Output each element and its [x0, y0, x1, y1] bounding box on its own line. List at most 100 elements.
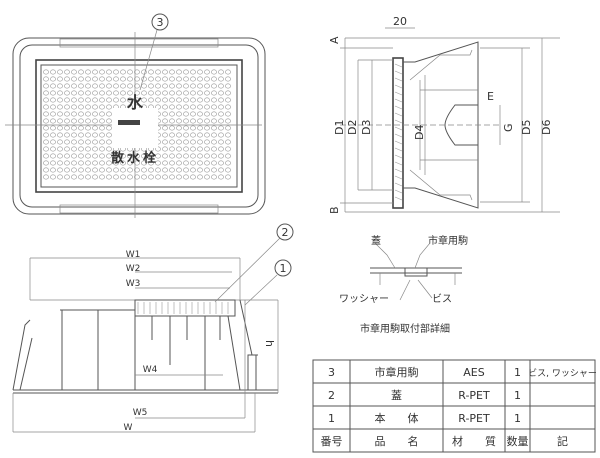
- lid-name: 散水栓: [111, 150, 159, 166]
- lid-texture-bump: [71, 111, 77, 117]
- lid-texture-bump: [225, 153, 231, 159]
- lid-texture-bump: [211, 153, 217, 159]
- lid-texture-bump: [92, 146, 98, 152]
- lid-texture-bump: [211, 174, 217, 180]
- lid-texture-bump: [43, 160, 49, 166]
- lid-texture-bump: [127, 83, 133, 89]
- lid-texture-bump: [64, 153, 70, 159]
- lid-texture-bump: [204, 174, 210, 180]
- lid-texture-bump: [99, 69, 105, 75]
- lid-texture-bump: [43, 167, 49, 173]
- lid-texture-bump: [106, 111, 112, 117]
- lid-texture-bump: [176, 83, 182, 89]
- lid-texture-bump: [197, 90, 203, 96]
- lid-texture-bump: [64, 83, 70, 89]
- lid-texture-bump: [99, 118, 105, 124]
- section-hatch: [394, 168, 403, 173]
- lid-texture-bump: [155, 76, 161, 82]
- lid-texture-bump: [134, 69, 140, 75]
- lid-texture-bump: [57, 118, 63, 124]
- lid-texture-bump: [85, 90, 91, 96]
- lid-texture-bump: [50, 69, 56, 75]
- lid-texture-bump: [169, 111, 175, 117]
- lid-texture-bump: [204, 111, 210, 117]
- lid-texture-bump: [169, 167, 175, 173]
- table-header-cell: 数量: [507, 435, 529, 448]
- lid-texture-bump: [113, 83, 119, 89]
- lid-texture-bump: [113, 76, 119, 82]
- table-header-cell: 記: [557, 434, 568, 448]
- lid-texture-bump: [71, 125, 77, 131]
- lid-texture-bump: [197, 97, 203, 103]
- lid-texture-bump: [78, 160, 84, 166]
- lid-texture-bump: [162, 76, 168, 82]
- lid-texture-bump: [106, 76, 112, 82]
- lid-texture-bump: [225, 69, 231, 75]
- lid-texture-bump: [106, 160, 112, 166]
- lid-texture-bump: [64, 167, 70, 173]
- lid-texture-bump: [225, 118, 231, 124]
- lid-texture-bump: [197, 69, 203, 75]
- lid-texture-bump: [64, 125, 70, 131]
- detail-emblem-label: 市章用駒: [428, 234, 468, 247]
- lid-texture-bump: [127, 76, 133, 82]
- lid-texture-bump: [162, 167, 168, 173]
- lid-texture-bump: [155, 69, 161, 75]
- section-hatch: [394, 84, 403, 89]
- lid-texture-bump: [204, 160, 210, 166]
- lid-texture-bump: [204, 167, 210, 173]
- label-d6: D6: [540, 120, 553, 135]
- lid-texture-bump: [176, 104, 182, 110]
- lid-texture-bump: [71, 167, 77, 173]
- section-hatch: [394, 63, 403, 68]
- lid-texture-bump: [169, 118, 175, 124]
- label-w4: W4: [143, 365, 158, 375]
- label-d4: D4: [413, 125, 426, 140]
- lid-texture-bump: [92, 160, 98, 166]
- lid-texture-bump: [57, 97, 63, 103]
- lid-texture-bump: [43, 118, 49, 124]
- lid-texture-bump: [106, 139, 112, 145]
- lid-texture-bump: [43, 125, 49, 131]
- lid-texture-bump: [211, 69, 217, 75]
- lid-texture-bump: [85, 111, 91, 117]
- lid-texture-bump: [155, 167, 161, 173]
- lid-texture-bump: [120, 90, 126, 96]
- label-w1: W1: [126, 250, 141, 260]
- lid-texture-bump: [141, 153, 147, 159]
- lid-texture-bump: [85, 167, 91, 173]
- lid-texture-bump: [225, 104, 231, 110]
- lid-texture-bump: [225, 174, 231, 180]
- lid-texture-bump: [204, 139, 210, 145]
- lid-texture-bump: [113, 97, 119, 103]
- lid-texture-bump: [141, 90, 147, 96]
- lid-texture-bump: [50, 104, 56, 110]
- lid-texture-bump: [50, 90, 56, 96]
- lid-texture-bump: [218, 160, 224, 166]
- table-cell: R-PET: [458, 389, 490, 402]
- lid-texture-bump: [57, 111, 63, 117]
- lid-texture-bump: [162, 139, 168, 145]
- lid-texture-bump: [92, 90, 98, 96]
- lid-texture-bump: [64, 104, 70, 110]
- table-cell: AES: [463, 366, 484, 379]
- lid-texture-bump: [134, 167, 140, 173]
- table-cell: 1: [514, 412, 521, 425]
- section-hatch: [394, 175, 403, 180]
- lid-texture-bump: [169, 125, 175, 131]
- lid-texture-bump: [50, 83, 56, 89]
- lid-texture-bump: [99, 153, 105, 159]
- label-d3: D3: [360, 120, 373, 135]
- lid-texture-bump: [64, 76, 70, 82]
- lid-texture-bump: [120, 76, 126, 82]
- lid-texture-bump: [218, 90, 224, 96]
- lid-texture-bump: [50, 97, 56, 103]
- lid-texture-bump: [190, 125, 196, 131]
- detail-screw-label: ビス: [432, 293, 452, 305]
- section-hatch: [394, 119, 403, 124]
- lid-texture-bump: [190, 111, 196, 117]
- lid-texture-bump: [183, 139, 189, 145]
- lid-texture-bump: [57, 139, 63, 145]
